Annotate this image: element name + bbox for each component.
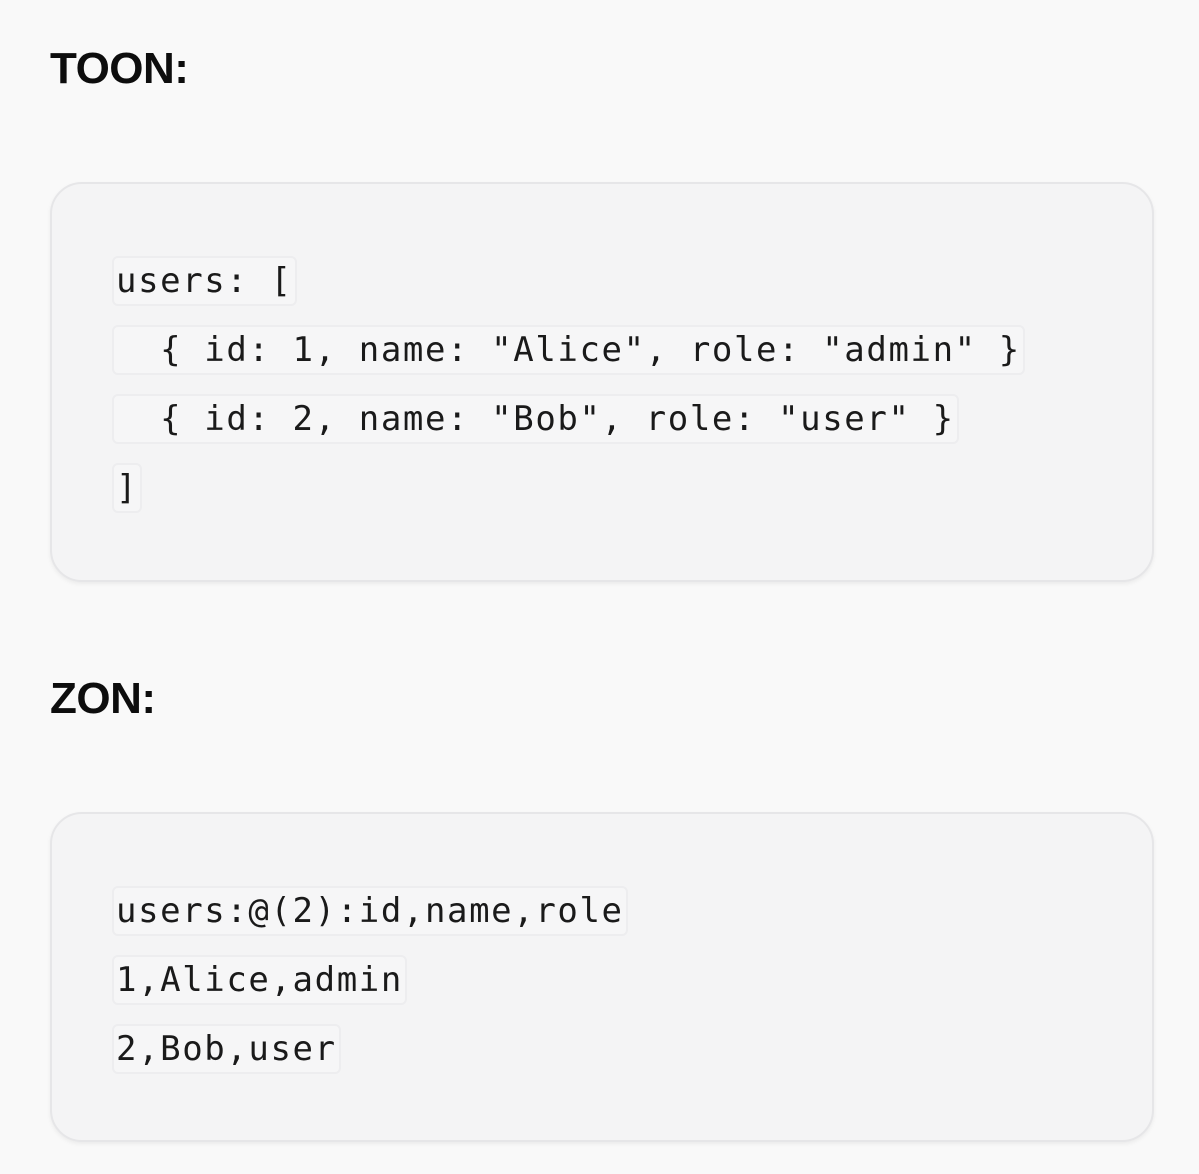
code-line: users:@(2):id,name,role [112,886,628,955]
toon-code-lines: users: [ { id: 1, name: "Alice", role: "… [112,256,1025,532]
code-line: { id: 2, name: "Bob", role: "user" } [112,394,1025,463]
code-text: users: [ [112,256,297,306]
code-text: users:@(2):id,name,role [112,886,628,936]
code-text: { id: 2, name: "Bob", role: "user" } [112,394,959,444]
code-text: ] [112,463,143,513]
code-line: 2,Bob,user [112,1024,628,1093]
zon-heading: ZON: [50,674,156,723]
code-text: 2,Bob,user [112,1024,341,1074]
code-line: ] [112,463,1025,532]
toon-code-block: users: [ { id: 1, name: "Alice", role: "… [50,182,1154,582]
code-text: 1,Alice,admin [112,955,407,1005]
zon-code-block: users:@(2):id,name,role 1,Alice,admin 2,… [50,812,1154,1142]
code-line: 1,Alice,admin [112,955,628,1024]
code-line: { id: 1, name: "Alice", role: "admin" } [112,325,1025,394]
code-text: { id: 1, name: "Alice", role: "admin" } [112,325,1025,375]
zon-code-lines: users:@(2):id,name,role 1,Alice,admin 2,… [112,886,628,1093]
toon-heading: TOON: [50,44,189,93]
code-line: users: [ [112,256,1025,325]
